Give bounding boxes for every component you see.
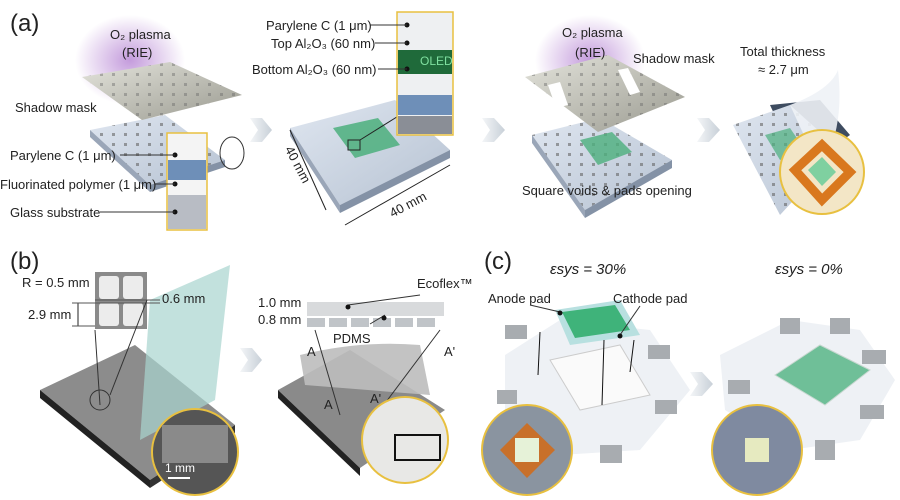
a-step4-diagram <box>733 70 865 215</box>
arrow-icon <box>482 118 505 142</box>
c-right-diagram <box>711 318 895 496</box>
pitch-label: 2.9 mm <box>28 307 72 322</box>
arrow-icon <box>697 118 720 142</box>
panel-label-c: (c) <box>484 248 512 275</box>
total-thickness-value: ≈ 2.7 μm <box>758 62 809 77</box>
ecoflex-thickness: 1.0 mm <box>258 295 302 310</box>
oled-array <box>562 305 630 338</box>
total-thickness-label: Total thickness <box>740 44 826 59</box>
plasma-label: O₂ plasma <box>110 27 171 42</box>
c-left-diagram <box>481 300 690 496</box>
parylene-label: Parylene C (1 μm) <box>10 148 116 163</box>
glass-substrate-label: Glass substrate <box>10 205 101 220</box>
gap-label: 0.6 mm <box>162 291 206 306</box>
a-step2-diagram <box>289 11 454 226</box>
a-step1-diagram <box>75 15 245 231</box>
fluorinated-polymer-label: Fluorinated polymer (1 μm) <box>0 177 157 192</box>
b-right-diagram <box>278 294 449 484</box>
oled-array <box>774 344 871 406</box>
arrow-icon <box>690 372 713 396</box>
section-a-prime-label: A' <box>444 344 456 359</box>
plasma-sub-label: (RIE) <box>122 45 153 60</box>
ecoflex-label: Ecoflex™ <box>417 276 473 291</box>
pdms-pads <box>307 318 435 327</box>
ecoflex-layer <box>307 302 444 316</box>
photo-inset <box>361 396 449 484</box>
pdms-label: PDMS <box>333 331 371 346</box>
process-arrows <box>240 118 720 396</box>
parylene-label: Parylene C (1 μm) <box>266 18 372 33</box>
b-left-diagram <box>40 265 239 496</box>
strain-0-label: εsys = 0% <box>775 261 843 278</box>
bottom-al2o3-label: Bottom Al₂O₃ (60 nm) <box>252 62 377 77</box>
scale-bar-label: 1 mm <box>165 461 195 475</box>
voids-caption: Square voids & pads opening <box>522 183 692 198</box>
section-a-prime-small: A' <box>370 391 382 406</box>
top-al2o3-label: Top Al₂O₃ (60 nm) <box>271 36 376 51</box>
a-step3-diagram <box>525 15 685 218</box>
section-a-small: A <box>324 397 333 412</box>
oled-area <box>333 118 400 158</box>
shadow-mask-label: Shadow mask <box>15 100 97 115</box>
radius-label: R = 0.5 mm <box>22 275 90 290</box>
oled-label: OLED <box>420 54 453 68</box>
section-a-label: A <box>307 344 316 359</box>
anode-pad-label: Anode pad <box>488 291 551 306</box>
panel-label-a: (a) <box>10 10 40 37</box>
panel-label-b: (b) <box>10 248 40 275</box>
shadow-mask-label: Shadow mask <box>633 51 715 66</box>
plasma-label: O₂ plasma <box>562 25 623 40</box>
cathode-pad-label: Cathode pad <box>613 291 688 306</box>
plasma-sub-label: (RIE) <box>575 45 606 60</box>
arrow-icon <box>240 348 262 372</box>
strain-30-label: εsys = 30% <box>550 261 627 278</box>
arrow-icon <box>250 118 272 142</box>
pdms-thickness: 0.8 mm <box>258 312 302 327</box>
